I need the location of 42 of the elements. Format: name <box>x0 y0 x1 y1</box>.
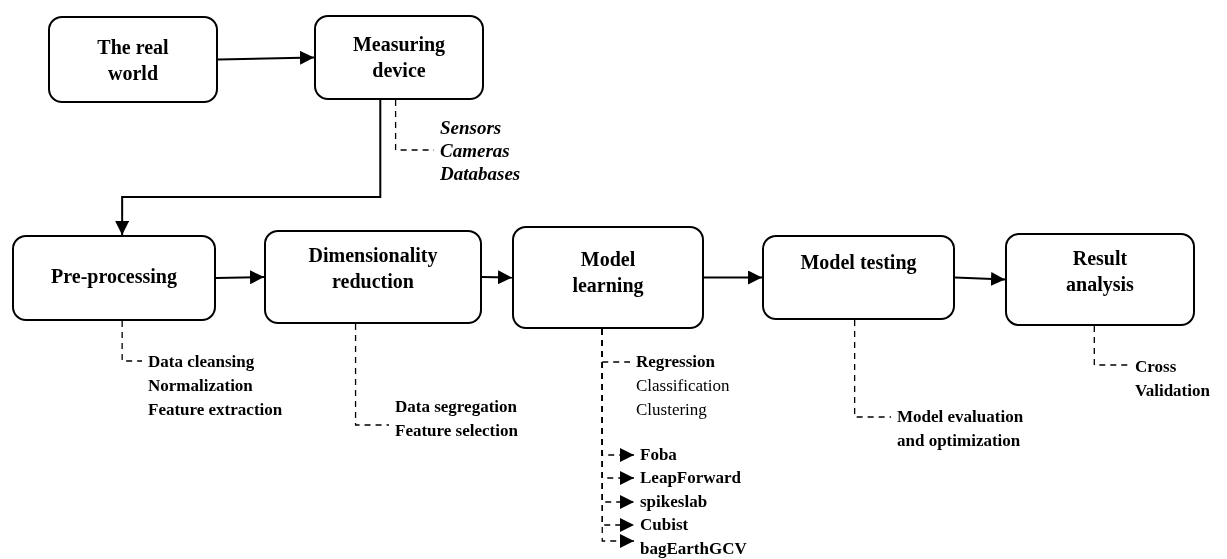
note-text: Databases <box>440 162 521 185</box>
leader-line <box>854 319 892 418</box>
note-text: Data segregation <box>395 396 517 418</box>
process-box <box>512 226 704 329</box>
process-box <box>314 15 484 100</box>
note-text: Feature extraction <box>148 399 283 421</box>
leader-line <box>1093 325 1130 366</box>
note-text: Clustering <box>636 399 707 421</box>
arrow <box>215 270 265 285</box>
process-box <box>12 235 216 321</box>
box-title: Result analysis <box>1065 246 1135 297</box>
note-text: Cross Validation <box>1135 356 1211 402</box>
box-title: Pre-processing <box>51 264 177 289</box>
process-box <box>762 235 955 320</box>
box-title: Measuring device <box>351 32 447 83</box>
note-text: Foba <box>640 445 677 465</box>
note-text: Classification <box>636 375 730 397</box>
process-box <box>264 230 482 324</box>
box-title: The real world <box>96 35 170 86</box>
note-text: Sensors <box>440 116 502 139</box>
arrow <box>217 50 315 65</box>
arrow <box>481 270 513 285</box>
note-text: spikeslab <box>640 492 708 512</box>
note-text: Model evaluation and optimization <box>897 406 1025 452</box>
note-text: Cameras <box>440 139 510 162</box>
process-box <box>48 16 218 103</box>
note-text: bagEarthGCV <box>640 539 747 559</box>
box-title: Dimensionality reduction <box>307 243 439 294</box>
arrow <box>703 270 763 285</box>
note-text: Data cleansing <box>148 351 255 373</box>
arrow <box>115 99 382 236</box>
leader-line <box>354 323 390 426</box>
leader-line <box>121 320 143 362</box>
box-title: Model learning <box>571 247 645 298</box>
note-text: Feature selection <box>395 420 518 442</box>
process-box <box>1005 233 1195 326</box>
note-text: Regression <box>636 351 715 373</box>
box-title: Model testing <box>800 250 917 275</box>
note-text: Normalization <box>148 375 253 397</box>
note-text: LeapForward <box>640 468 742 488</box>
arrow <box>954 271 1006 286</box>
note-text: Cubist <box>640 515 689 535</box>
